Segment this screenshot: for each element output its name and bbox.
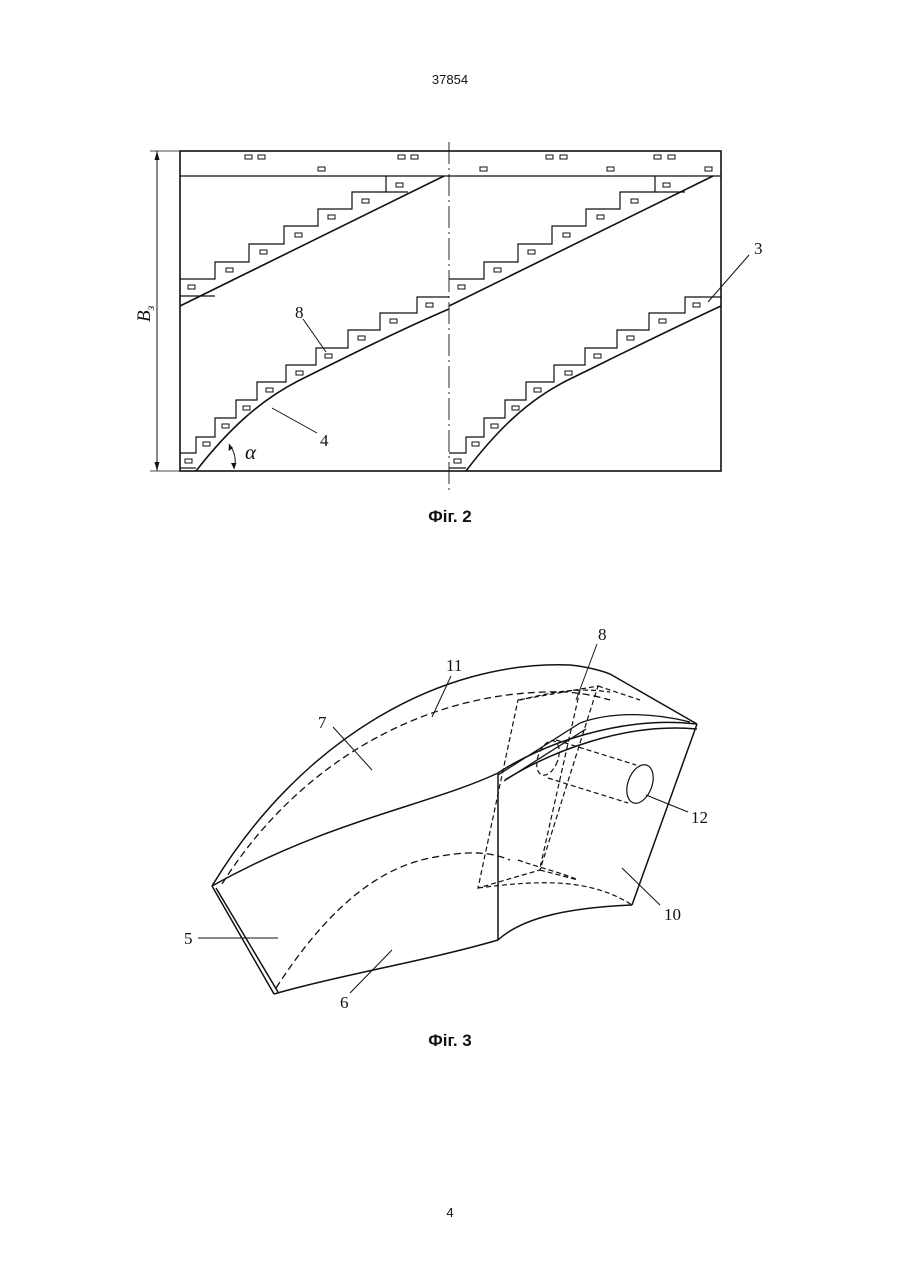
ref-11: 11 [446,656,462,675]
ref-5: 5 [184,929,193,948]
insert-block [478,686,640,905]
figure-3-caption: Фіг. 3 [0,1031,900,1051]
ref-12: 12 [691,808,708,827]
page-number: 4 [0,1205,900,1220]
ref-8: 8 [598,625,607,644]
ref-7: 7 [318,713,327,732]
cylinder [532,738,658,807]
ref-6: 6 [340,993,349,1012]
ref-10: 10 [664,905,681,924]
figure-3-drawing: 11 8 7 12 5 10 6 [0,0,900,1030]
